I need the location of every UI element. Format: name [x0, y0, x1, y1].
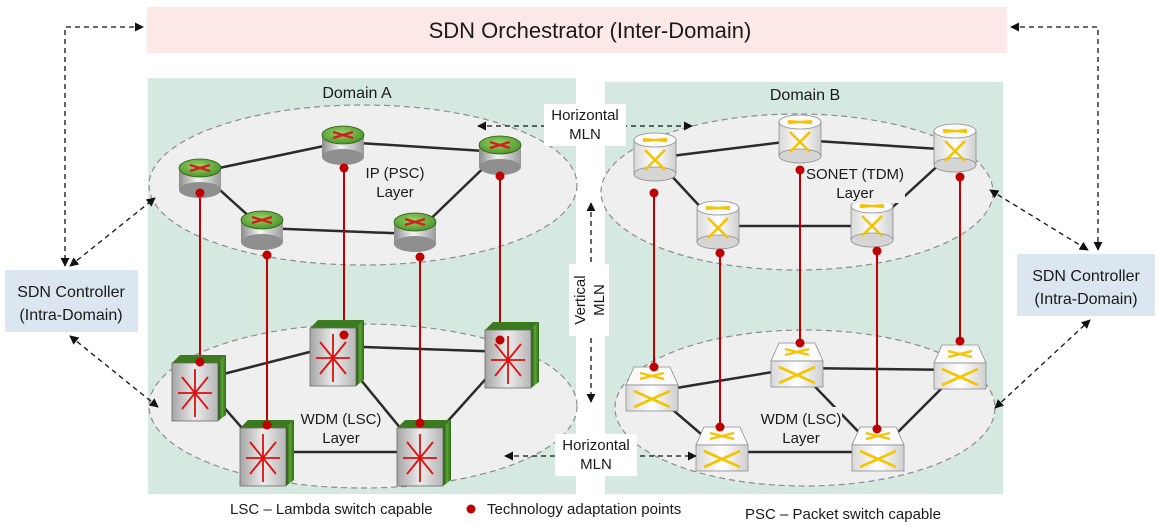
adaptation-points — [195, 163, 965, 434]
sonet-node-5 — [850, 198, 894, 248]
svg-text:WDM (LSC): WDM (LSC) — [761, 411, 842, 428]
controller-left-line2: (Intra-Domain) — [19, 307, 122, 324]
psc-wdm-node-3 — [933, 344, 987, 390]
psc-wdm-node-2 — [770, 342, 824, 388]
legend-adaptation-dot — [466, 504, 476, 514]
adaptation-lines — [199, 168, 961, 429]
sonet-node-4 — [696, 200, 740, 250]
svg-text:Horizontal: Horizontal — [551, 107, 619, 124]
svg-text:Layer: Layer — [836, 185, 874, 202]
svg-text:Layer: Layer — [782, 430, 820, 447]
domain-b-wdm-layer-label: WDM (LSC) Layer — [760, 407, 842, 447]
domain-a-wdm-layer-label: WDM (LSC) Layer — [300, 407, 382, 447]
svg-text:Vertical: Vertical — [572, 275, 589, 324]
controller-to-layer-arrows — [69, 189, 1091, 409]
sdn-controller-left: SDN Controller (Intra-Domain) — [5, 270, 138, 332]
svg-text:WDM (LSC): WDM (LSC) — [301, 411, 382, 428]
controller-right-line1: SDN Controller — [1032, 268, 1140, 285]
legend-psc: PSC – Packet switch capable — [745, 506, 941, 523]
svg-text:Horizontal: Horizontal — [562, 437, 630, 454]
svg-text:Layer: Layer — [376, 184, 414, 201]
orchestrator-label: SDN Orchestrator (Inter-Domain) — [429, 18, 752, 43]
ip-router-2 — [321, 125, 365, 165]
lsc-switch-4 — [239, 420, 294, 487]
lsc-switch-2 — [309, 320, 364, 387]
sonet-node-1 — [633, 132, 677, 182]
legend-adaptation: Technology adaptation points — [487, 501, 681, 518]
orchestrator-to-controller-arrows — [60, 22, 1103, 267]
domain-a-ip-layer-label: IP (PSC) Layer — [360, 161, 430, 201]
vertical-mln-label: Vertical MLN — [569, 264, 609, 336]
legend-lsc: LSC – Lambda switch capable — [230, 501, 433, 518]
psc-wdm-node-4 — [695, 426, 749, 472]
ip-router-4 — [240, 210, 284, 250]
psc-wdm-node-5 — [851, 426, 905, 472]
sdn-controller-right: SDN Controller (Intra-Domain) — [1017, 254, 1155, 316]
domain-a-title: Domain A — [322, 85, 392, 102]
orchestrator-box: SDN Orchestrator (Inter-Domain) — [147, 7, 1007, 53]
ip-router-5 — [393, 212, 437, 252]
controller-left-line1: SDN Controller — [17, 284, 125, 301]
svg-text:MLN: MLN — [591, 284, 608, 316]
svg-text:SONET (TDM): SONET (TDM) — [806, 166, 904, 183]
sonet-node-3 — [933, 123, 977, 173]
lsc-switch-5 — [396, 420, 451, 487]
horizontal-mln-top-label: Horizontal MLN — [544, 104, 626, 146]
controller-right-line2: (Intra-Domain) — [1034, 291, 1137, 308]
domain-b-sonet-layer-label: SONET (TDM) Layer — [805, 163, 905, 203]
ip-router-3 — [478, 135, 522, 175]
svg-text:MLN: MLN — [569, 126, 601, 143]
svg-text:Layer: Layer — [322, 430, 360, 447]
svg-text:IP (PSC): IP (PSC) — [366, 165, 425, 182]
lsc-switch-3 — [484, 322, 539, 389]
domain-b-title: Domain B — [770, 87, 840, 104]
psc-wdm-node-1 — [625, 366, 679, 412]
sonet-node-2 — [778, 114, 822, 164]
svg-text:MLN: MLN — [580, 456, 612, 473]
horizontal-mln-bottom-label: Horizontal MLN — [555, 434, 637, 476]
